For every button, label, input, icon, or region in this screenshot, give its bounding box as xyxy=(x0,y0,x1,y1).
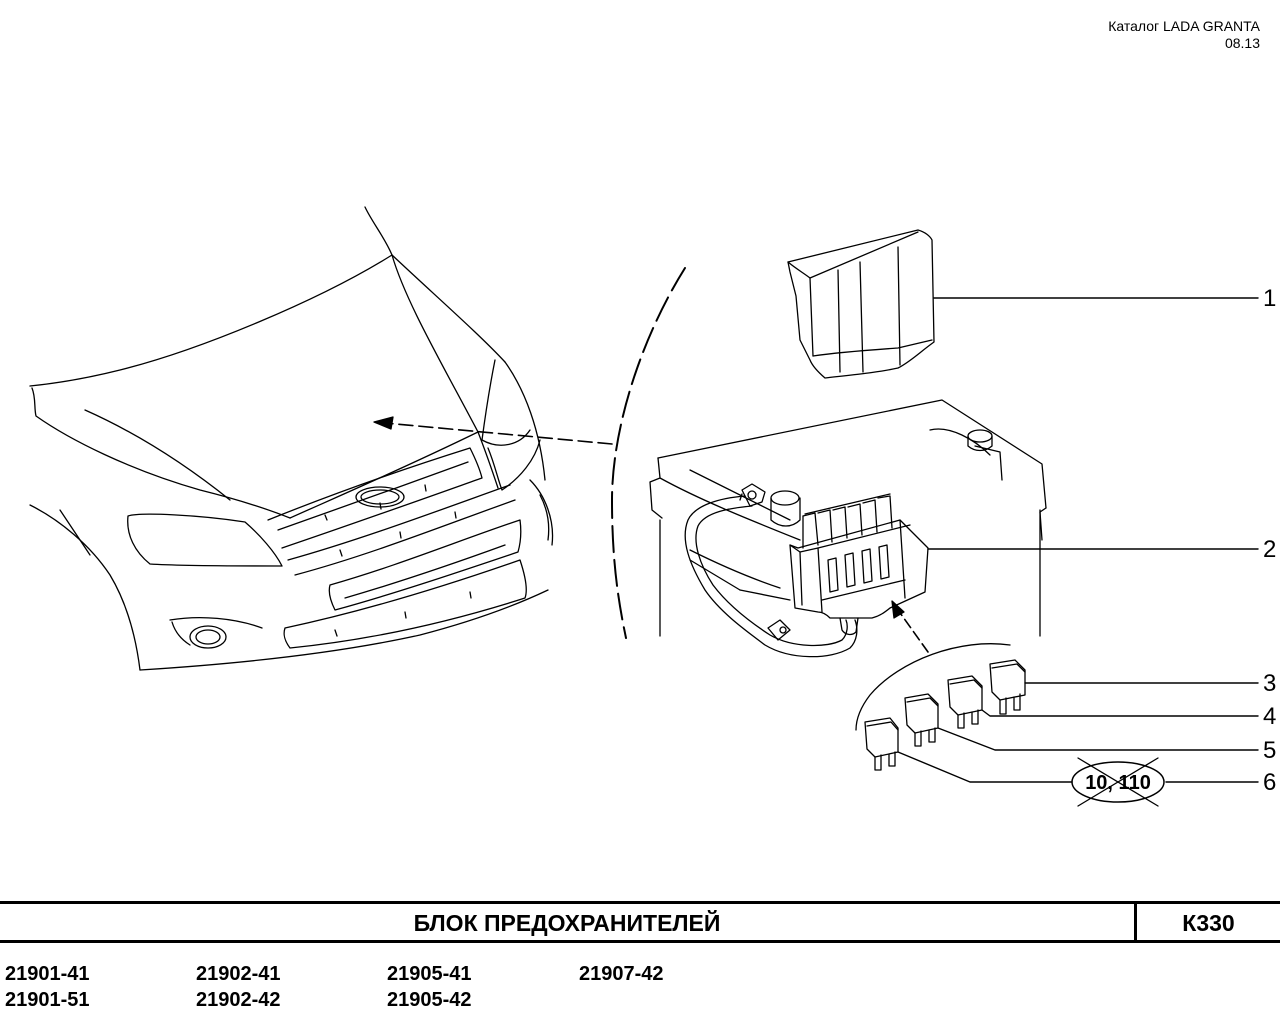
battery xyxy=(649,399,1047,637)
model-code: 21902-42 xyxy=(196,989,281,1011)
fuse-block xyxy=(789,493,929,636)
callout-1: 1 xyxy=(1263,285,1276,312)
detail-boundary-arc xyxy=(611,267,686,639)
catalog-header: Каталог LADA GRANTA 08.13 xyxy=(1108,18,1260,52)
model-code: 21907-42 xyxy=(579,963,664,985)
applicability-note: 10, 110 xyxy=(1071,757,1165,807)
callout-4: 4 xyxy=(1263,703,1276,730)
leader-lines xyxy=(897,297,1259,783)
car-front-illustration xyxy=(29,206,554,671)
fuse-box-cover xyxy=(787,229,935,379)
callout-numbers: 1 2 3 4 5 6 xyxy=(1263,285,1276,796)
catalog-date: 08.13 xyxy=(1224,35,1260,51)
model-code: 21905-41 xyxy=(387,963,472,985)
applicability-note-text: 10, 110 xyxy=(1085,772,1151,794)
page-code: К330 xyxy=(1134,904,1280,940)
catalog-name: Каталог LADA GRANTA xyxy=(1108,18,1260,34)
fuse-detail-arc xyxy=(855,643,1011,731)
callout-3: 3 xyxy=(1263,670,1276,697)
model-list: 21901-41 21901-51 21902-41 21902-42 2190… xyxy=(0,960,1280,1020)
callout-6: 6 xyxy=(1263,769,1276,796)
fuse-4 xyxy=(947,675,983,729)
title-block: БЛОК ПРЕДОХРАНИТЕЛЕЙ К330 xyxy=(0,901,1280,943)
model-code: 21901-51 xyxy=(5,989,90,1011)
fuse-6 xyxy=(864,717,899,771)
location-arrow xyxy=(373,416,613,445)
battery-cable xyxy=(684,483,858,658)
model-code: 21901-41 xyxy=(5,963,90,985)
model-code: 21905-42 xyxy=(387,989,472,1011)
parts-diagram: 10, 110 1 2 3 4 5 6 xyxy=(29,206,1276,807)
callout-2: 2 xyxy=(1263,536,1276,563)
fuse-insert-arrow xyxy=(891,600,929,653)
page-title: БЛОК ПРЕДОХРАНИТЕЛЕЙ xyxy=(413,910,721,936)
fuse-5 xyxy=(904,693,939,747)
model-code: 21902-41 xyxy=(196,963,281,985)
callout-5: 5 xyxy=(1263,737,1276,764)
fuse-3 xyxy=(989,659,1026,715)
